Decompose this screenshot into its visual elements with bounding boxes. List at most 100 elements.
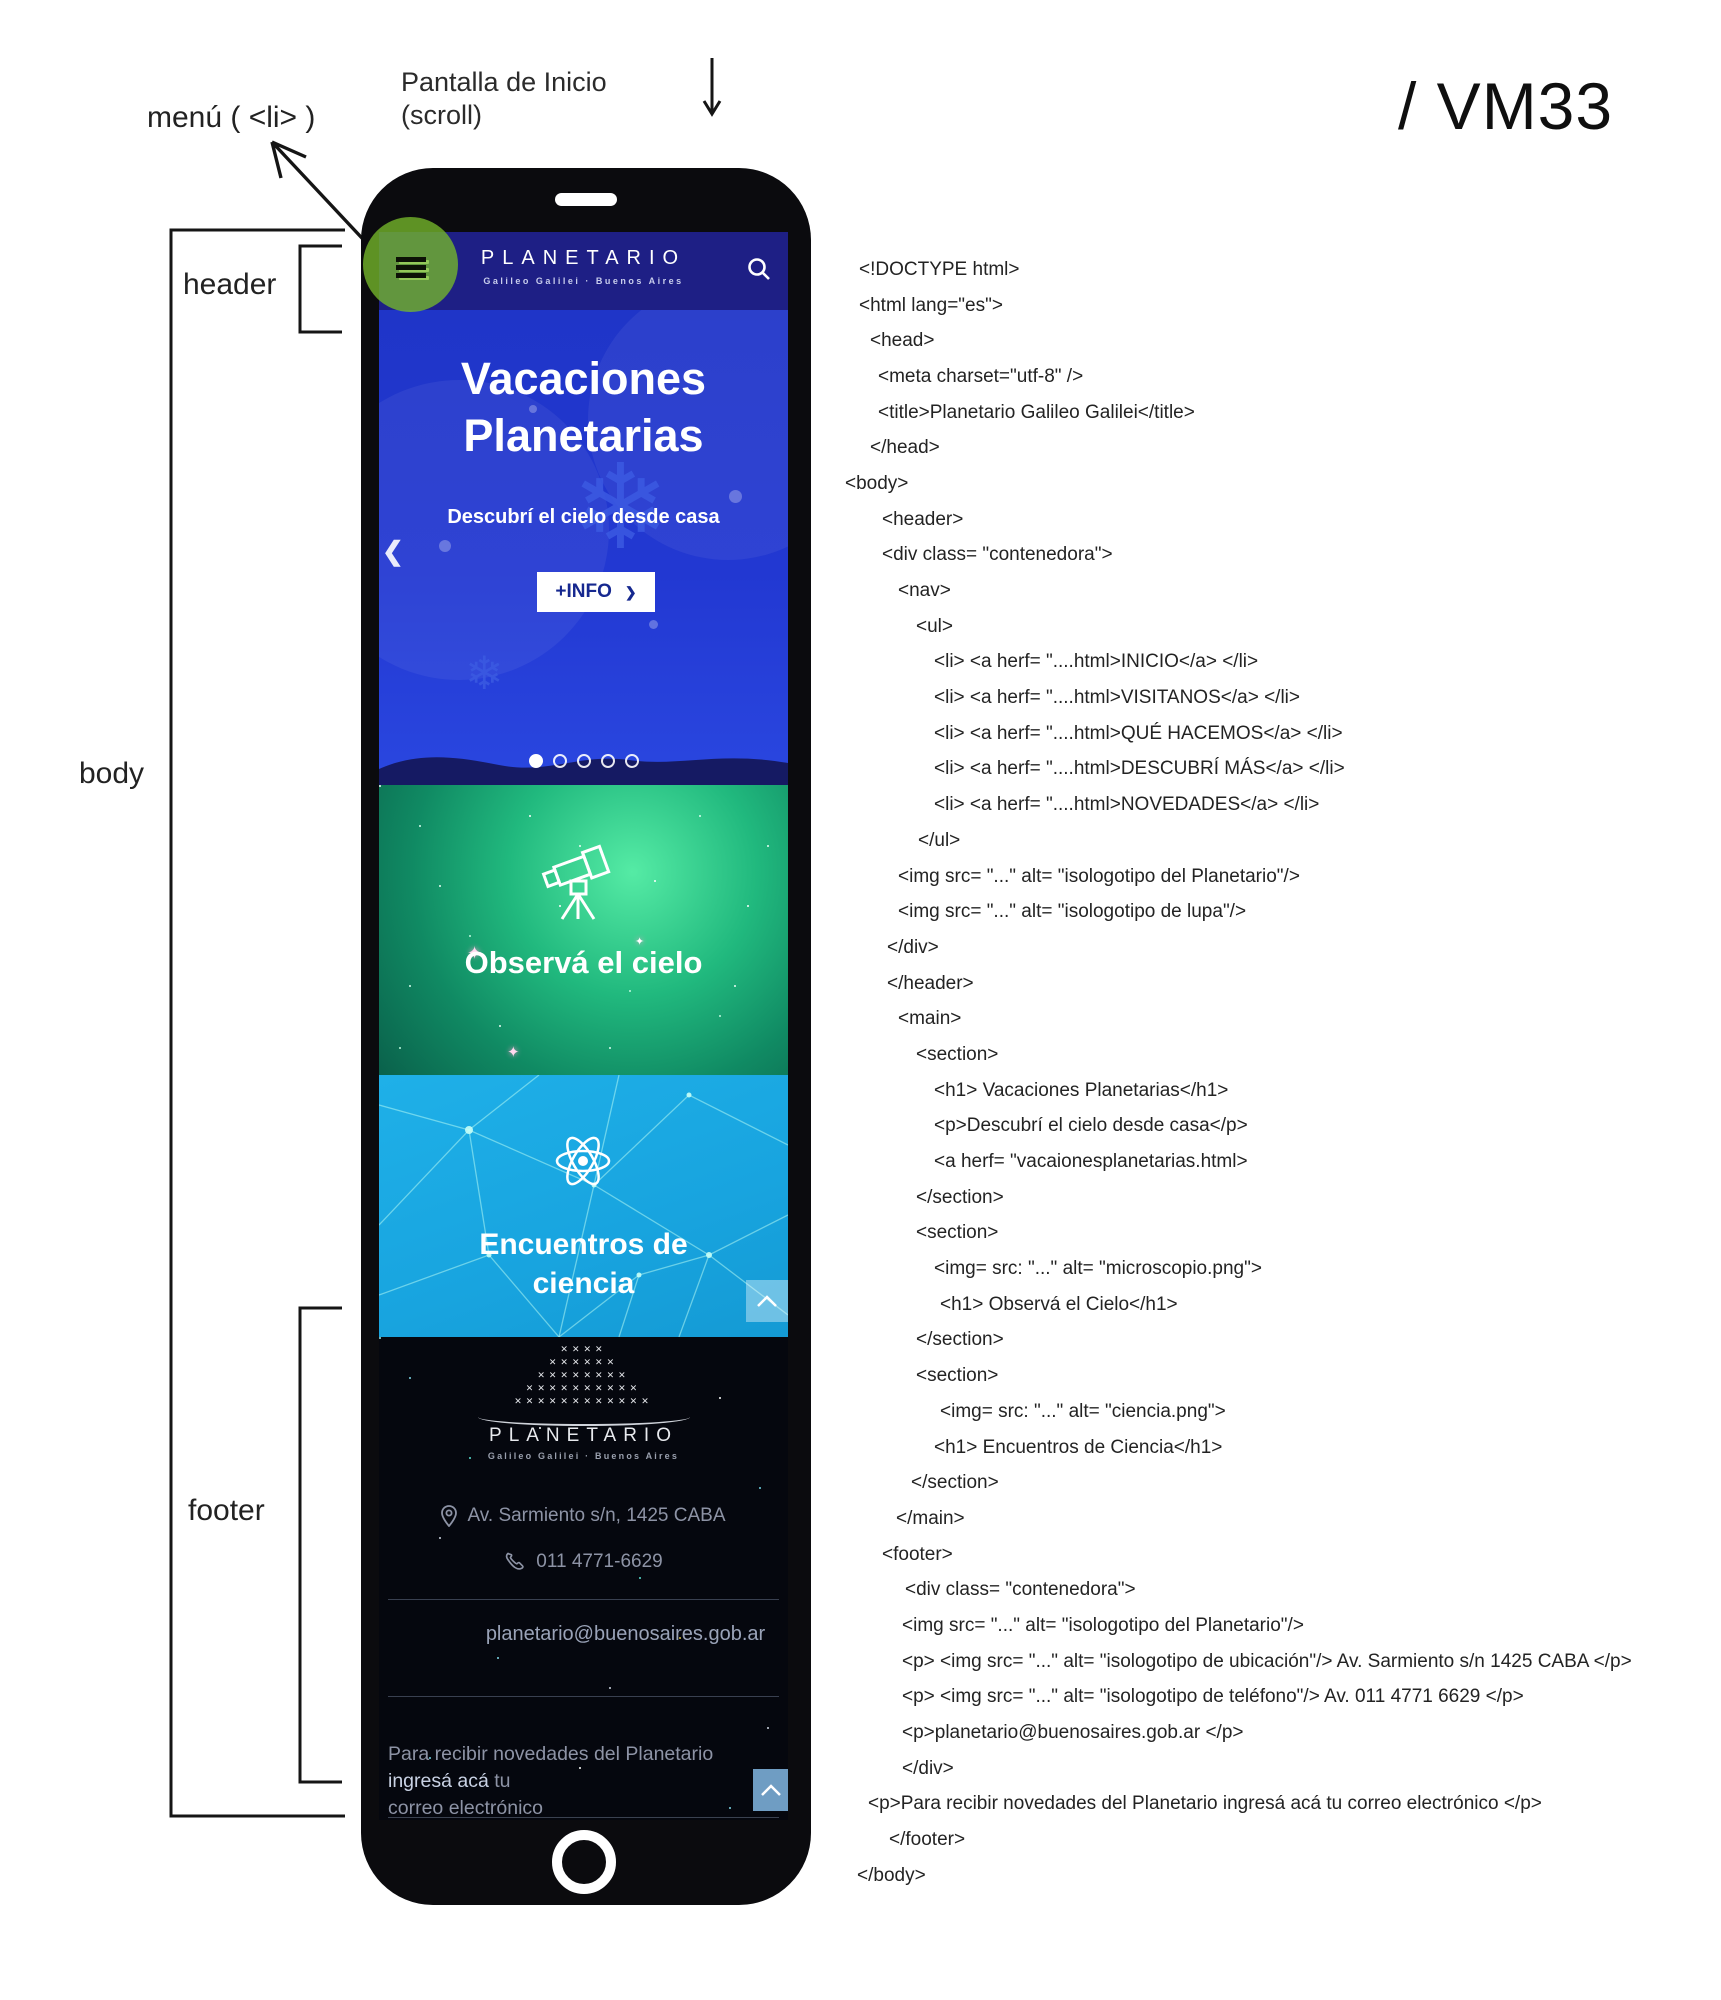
code-line: <p>Descubrí el cielo desde casa</p> (934, 1115, 1248, 1137)
newsletter-post: tu (488, 1770, 511, 1792)
app-brand: PLANETARIO Galileo Galilei · Buenos Aire… (379, 247, 788, 286)
code-line: <ul> (916, 615, 953, 637)
code-line: </section> (911, 1472, 999, 1494)
carousel-prev-arrow[interactable]: ❮ (382, 536, 404, 566)
footer-address: Av. Sarmiento s/n, 1425 CABA (467, 1505, 726, 1526)
star-glint-icon: ✦ (467, 943, 483, 963)
code-listing: <!DOCTYPE html><html lang="es"><head><me… (845, 252, 1715, 1894)
star-glint-icon: ✦ (507, 1044, 520, 1061)
code-line: <li> <a herf= "....html>DESCUBRÍ MÁS</a>… (934, 758, 1345, 780)
code-line: <img src= "..." alt= "isologotipo del Pl… (898, 865, 1300, 887)
code-line: <h1> Encuentros de Ciencia</h1> (934, 1436, 1223, 1458)
code-line: <body> (845, 472, 909, 494)
scroll-down-arrow (702, 58, 722, 117)
hero-dot-decor (529, 405, 537, 413)
scroll-to-top-button[interactable] (753, 1769, 788, 1811)
search-icon[interactable] (746, 256, 772, 282)
code-line: <p> <img src= "..." alt= "isologotipo de… (902, 1686, 1524, 1708)
screen-annotation-label: Pantalla de Inicio (scroll) (401, 66, 607, 132)
hero-bubble (379, 380, 609, 680)
newsletter-line2: correo electrónico (388, 1797, 543, 1819)
code-line: <header> (882, 508, 964, 530)
code-line: </ul> (918, 829, 961, 851)
scroll-to-top-button[interactable] (746, 1280, 788, 1322)
screen-bottom-hairline (388, 1817, 779, 1818)
code-line: <img src= "..." alt= "isologotipo del Pl… (902, 1614, 1304, 1636)
stars-decor (379, 1337, 381, 1339)
hero-subtitle: Descubrí el cielo desde casa (447, 506, 720, 528)
header-annotation-label: header (183, 268, 277, 301)
version-tag: / VM33 (1398, 69, 1614, 143)
code-line: </footer> (889, 1829, 966, 1851)
code-line: </header> (887, 972, 974, 994)
code-line: </main> (896, 1507, 965, 1529)
code-line: <p>Para recibir novedades del Planetario… (868, 1793, 1542, 1815)
footer-brand-title: PLANETARIO (489, 1425, 678, 1446)
code-line: <img= src: "..." alt= "microscopio.png"> (934, 1258, 1262, 1280)
header-bracket (298, 244, 342, 334)
screen-annotation-line1: Pantalla de Inicio (401, 67, 607, 97)
phone-speaker (555, 193, 617, 206)
footer-address-row: Av. Sarmiento s/n, 1425 CABA (379, 1505, 788, 1527)
body-bracket (169, 228, 345, 1818)
stars-decor (379, 785, 381, 787)
code-line: <main> (898, 1008, 962, 1030)
app-brand-subtitle: Galileo Galilei · Buenos Aires (483, 276, 684, 286)
hero-dot-decor (439, 540, 451, 552)
code-line: <p>planetario@buenosaires.gob.ar </p> (902, 1722, 1244, 1744)
footer-phone: 011 4771-6629 (536, 1551, 663, 1572)
chevron-right-icon: ❯ (624, 583, 637, 600)
location-pin-icon (441, 1505, 458, 1527)
code-line: <h1> Observá el Cielo</h1> (940, 1293, 1178, 1315)
footer-annotation-label: footer (188, 1494, 265, 1527)
footer-divider (388, 1599, 779, 1600)
section-title-line2: ciencia (532, 1267, 635, 1300)
phone-home-button[interactable] (552, 1830, 616, 1894)
section-encuentros-de-ciencia[interactable]: Encuentros de ciencia (379, 1075, 788, 1337)
code-line: <title>Planetario Galileo Galilei</title… (878, 401, 1195, 423)
info-button[interactable]: +INFO ❯ (537, 572, 655, 612)
screen-annotation-line2: (scroll) (401, 100, 482, 130)
code-line: </body> (857, 1864, 926, 1886)
code-line: <li> <a herf= "....html>QUÉ HACEMOS</a> … (934, 722, 1343, 744)
carousel-dot[interactable] (552, 754, 567, 768)
newsletter-link[interactable]: ingresá acá (388, 1770, 489, 1792)
carousel-dot[interactable] (624, 754, 639, 768)
code-line: </section> (916, 1186, 1004, 1208)
phone-handset-icon (506, 1552, 525, 1570)
code-line: <html lang="es"> (859, 294, 1003, 316)
star-glint-icon: ✦ (635, 936, 645, 948)
code-line: <div class= "contenedora"> (882, 544, 1113, 566)
hero-dot-decor (649, 620, 658, 629)
body-annotation-label: body (79, 757, 145, 790)
planetarium-dome-logo-icon: ✕✕✕✕ ✕✕✕✕✕✕ ✕✕✕✕✕✕✕✕ ✕✕✕✕✕✕✕✕✕✕ ✕✕✕✕✕✕✕✕… (379, 1343, 788, 1426)
newsletter-pre: Para recibir novedades del Planetario (388, 1743, 714, 1765)
telescope-icon (541, 844, 611, 920)
section-title-line1: Encuentros de (479, 1228, 688, 1261)
chevron-up-icon (760, 1784, 781, 1796)
code-line: <section> (916, 1365, 999, 1387)
hero-title-line1: Vacaciones (460, 353, 707, 404)
code-line: <section> (916, 1043, 999, 1065)
code-line: </div> (887, 936, 939, 958)
carousel-dot[interactable] (600, 754, 615, 768)
section-observa-el-cielo[interactable]: ✦ ✦ ✦ Observá el cielo (379, 785, 788, 1075)
footer-email-link[interactable]: planetario@buenosaires.gob.ar (485, 1623, 766, 1645)
section-title: Observá el cielo (464, 945, 703, 980)
app-footer: ✕✕✕✕ ✕✕✕✕✕✕ ✕✕✕✕✕✕✕✕ ✕✕✕✕✕✕✕✕✕✕ ✕✕✕✕✕✕✕✕… (379, 1337, 788, 1820)
hero-wave-decor (379, 757, 788, 785)
code-line: <p> <img src= "..." alt= "isologotipo de… (902, 1650, 1632, 1672)
code-line: </div> (902, 1757, 954, 1779)
code-line: <li> <a herf= "....html>INICIO</a> </li> (934, 651, 1259, 673)
atom-icon (555, 1136, 611, 1186)
footer-bracket (298, 1306, 342, 1784)
menu-annotation-label: menú ( <li> ) (147, 101, 316, 134)
carousel-dot[interactable] (576, 754, 591, 768)
hero-carousel: ❄ ❄ Vacaciones Planetarias Descubrí el c… (379, 310, 788, 785)
code-line: <div class= "contenedora"> (905, 1579, 1136, 1601)
code-line: </head> (870, 437, 940, 459)
snowflake-icon: ❄ (465, 647, 504, 699)
menu-arrow (270, 140, 377, 254)
carousel-dot[interactable] (528, 754, 543, 768)
